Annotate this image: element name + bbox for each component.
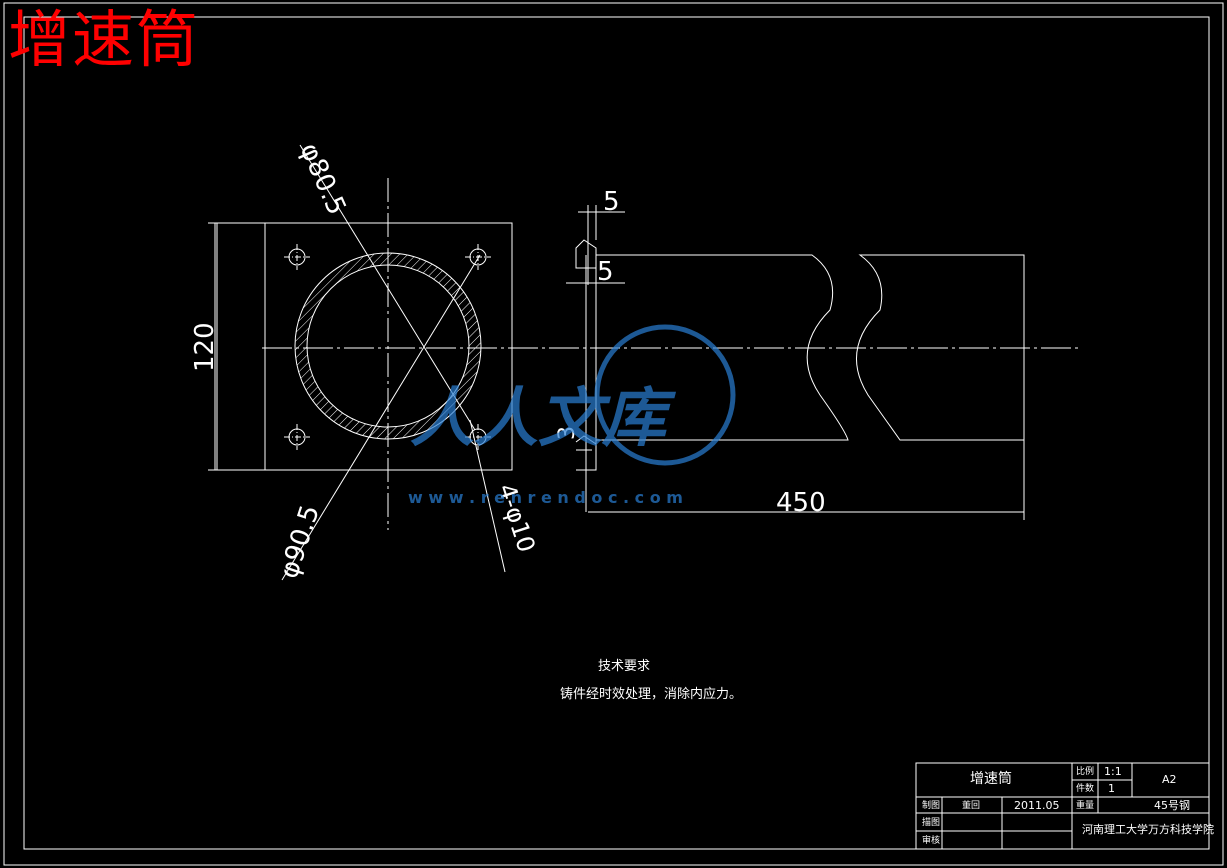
flange-outline	[214, 222, 513, 471]
phi80-leader	[299, 144, 476, 431]
dim-phi80-text: φ80.5	[294, 139, 352, 220]
dim-450-text: 450	[776, 488, 826, 518]
tb-review-label: 审核	[922, 836, 941, 846]
tb-school: 河南理工大学万方科技学院	[1082, 823, 1214, 836]
watermark: 人人文库 w w w . r e n r e n d o c . c o m	[408, 324, 736, 507]
phi90-leader	[281, 254, 481, 581]
tech-notes: 技术要求 铸件经时效处理，消除内应力。	[560, 656, 742, 712]
drawing-title: 增速筒	[8, 3, 201, 76]
tb-material: 45号钢	[1154, 799, 1190, 812]
side-view	[566, 205, 1025, 520]
groove-detail-bottom	[575, 435, 597, 471]
tb-scale-value: 1:1	[1104, 765, 1122, 778]
tube-left-part	[596, 254, 849, 441]
dim-5b-text: 5	[597, 257, 614, 287]
tb-count-label: 件数	[1076, 784, 1095, 794]
outer-border	[3, 2, 1224, 866]
tech-notes-body: 铸件经时效处理，消除内应力。	[560, 687, 743, 702]
tb-weight-label: 重量	[1076, 801, 1095, 811]
tech-notes-heading: 技术要求	[598, 659, 651, 674]
watermark-text: 人人文库	[410, 382, 677, 456]
watermark-url: w w w . r e n r e n d o c . c o m	[408, 488, 683, 507]
dim-5a-text: 5	[603, 187, 620, 217]
watermark-ring-icon	[594, 324, 736, 466]
tb-drawn-name: 董回	[962, 801, 981, 811]
tb-drawn-label: 制图	[922, 801, 941, 811]
inner-border	[23, 16, 1210, 850]
dim-phi90-text: φ90.5	[274, 502, 326, 583]
tb-sheet-size: A2	[1162, 773, 1177, 786]
tb-scale-label: 比例	[1076, 767, 1095, 777]
title-block-lines	[915, 762, 1210, 850]
end-view	[208, 144, 513, 581]
tb-count-value: 1	[1108, 782, 1115, 795]
tube-section	[294, 252, 482, 440]
hole-leader	[469, 419, 506, 573]
tube-right-part	[856, 254, 1025, 441]
tb-part-name: 增速筒	[970, 771, 1012, 787]
dim-120-text: 120	[190, 322, 220, 372]
tb-date: 2011.05	[1014, 799, 1060, 812]
groove-detail-top	[575, 239, 597, 269]
tb-check-label: 描图	[922, 818, 941, 828]
dim-3-text: 3	[555, 426, 580, 440]
